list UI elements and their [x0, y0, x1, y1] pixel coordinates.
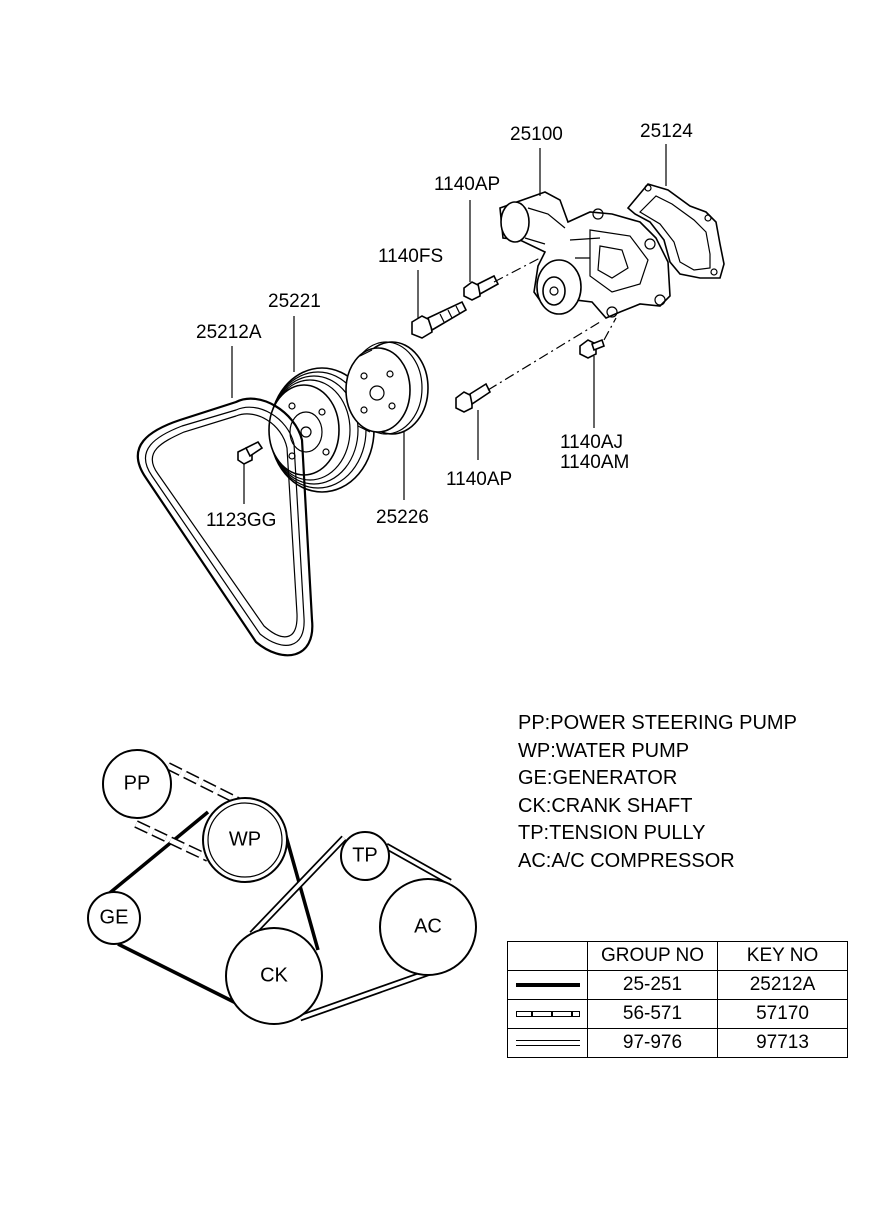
- group-no-cell: 25-251: [587, 970, 718, 1000]
- water-pump-housing: [499, 191, 671, 319]
- label-1140aj: 1140AJ: [560, 432, 623, 453]
- pulley-ac: AC: [379, 878, 477, 976]
- table-row: 25-251 25212A: [507, 970, 848, 1000]
- alignment-lines: [487, 257, 617, 391]
- key-no-cell: 25212A: [717, 970, 848, 1000]
- pulley-ge-label: GE: [100, 906, 129, 928]
- belt-parts-table: GROUP NO KEY NO 25-251 25212A 56-571 571…: [507, 941, 848, 1058]
- pulley-pp: PP: [102, 749, 172, 819]
- group-no-cell: 56-571: [587, 999, 718, 1029]
- legend-item-ge: GE:GENERATOR: [518, 767, 678, 789]
- pulley-wp: WP: [202, 797, 288, 883]
- pulley-wp-label: WP: [229, 828, 261, 850]
- ps-belt: [134, 762, 242, 862]
- pulley-ck: CK: [225, 927, 323, 1025]
- label-25100: 25100: [510, 124, 563, 145]
- bolt-1123gg: [237, 440, 264, 465]
- pulley-legend: PP:POWER STEERING PUMP WP:WATER PUMP GE:…: [518, 710, 848, 875]
- part-labels: 25100 25124 1140AP 1140FS 25221 25212A 1…: [196, 121, 693, 531]
- pulley-tp-label: TP: [352, 844, 378, 866]
- legend-item-ac: AC:A/C COMPRESSOR: [518, 849, 735, 872]
- pulley-ge: GE: [87, 891, 141, 945]
- label-1140fs: 1140FS: [378, 246, 443, 267]
- pulley-ac-label: AC: [414, 915, 442, 937]
- gasket: [626, 183, 725, 279]
- bolt-1140ap-top: [463, 274, 500, 301]
- line-style-solid: [507, 970, 588, 1000]
- label-1123gg: 1123GG: [206, 510, 276, 531]
- bolt-1140fs: [411, 300, 468, 339]
- legend-item-tp: TP:TENSION PULLY: [518, 822, 706, 844]
- header-key-no: KEY NO: [717, 941, 848, 971]
- belt-routing-diagram: PP WP GE CK TP AC: [87, 749, 477, 1025]
- key-no-cell: 57170: [717, 999, 848, 1029]
- label-1140am: 1140AM: [560, 452, 629, 473]
- header-group-no: GROUP NO: [587, 941, 718, 971]
- pulley-ck-label: CK: [260, 964, 288, 986]
- label-25221: 25221: [268, 291, 321, 312]
- table-row: 97-976 97713: [507, 1028, 848, 1058]
- label-1140ap-bottom: 1140AP: [446, 469, 512, 490]
- header-line-style: [507, 941, 588, 971]
- ac-belt: [249, 835, 452, 1022]
- label-25124: 25124: [640, 121, 693, 142]
- legend-item-ck: CK:CRANK SHAFT: [518, 794, 693, 817]
- table-header-row: GROUP NO KEY NO: [507, 941, 848, 971]
- line-style-double: [507, 1028, 588, 1058]
- line-style-dashed: [507, 999, 588, 1029]
- water-pump-pulley: [345, 341, 429, 435]
- label-25212a: 25212A: [196, 322, 262, 343]
- pulley-pp-label: PP: [124, 772, 151, 794]
- pulley-tp: TP: [340, 831, 390, 881]
- table-row: 56-571 57170: [507, 999, 848, 1029]
- group-no-cell: 97-976: [587, 1028, 718, 1058]
- leader-lines: [231, 144, 667, 504]
- v-belt: [136, 397, 314, 657]
- legend-item-wp: WP:WATER PUMP: [518, 739, 690, 762]
- label-1140ap-top: 1140AP: [434, 174, 500, 195]
- bolt-1140ap-bottom: [455, 382, 492, 413]
- main-belt: [104, 810, 320, 1008]
- bolt-1140aj: [579, 338, 605, 359]
- legend-item-pp: PP:POWER STEERING PUMP: [518, 712, 797, 734]
- label-25226: 25226: [376, 507, 429, 528]
- key-no-cell: 97713: [717, 1028, 848, 1058]
